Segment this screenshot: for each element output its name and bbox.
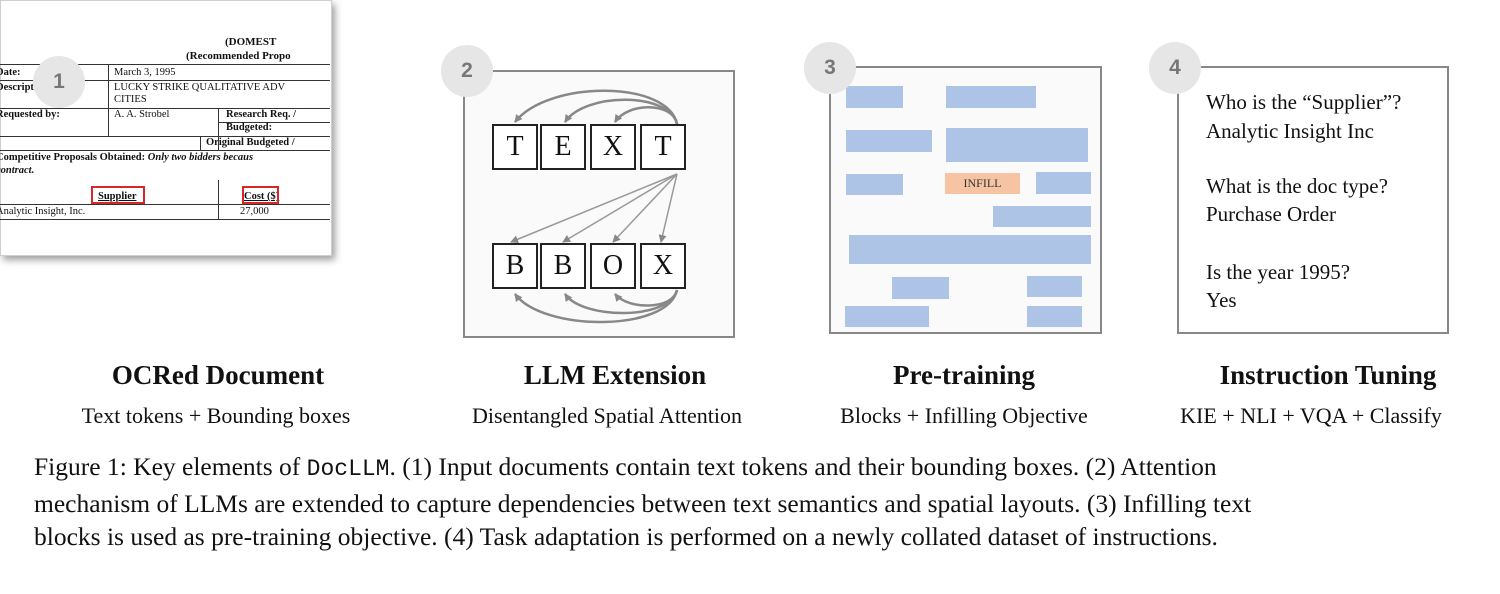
doc-proposals-cont: contract. xyxy=(0,165,35,176)
doc-cost-value: 27,000 xyxy=(240,206,269,217)
doc-vrule xyxy=(218,180,219,220)
text-block xyxy=(1027,276,1082,297)
doc-row-extra: Research Req. / xyxy=(226,109,297,120)
bbox-token: B xyxy=(492,243,538,289)
qa-answer: Purchase Order xyxy=(1206,202,1337,226)
doc-row-value: A. A. Strobel xyxy=(114,109,170,120)
doc-supplier-value: Analytic Insight, Inc. xyxy=(0,206,86,217)
doc-rule xyxy=(0,136,330,137)
caption-line: blocks is used as pre-training objective… xyxy=(34,522,1218,551)
doc-rule xyxy=(0,204,330,205)
text-token: T xyxy=(492,124,538,170)
doc-row-value: CITIES xyxy=(114,94,147,105)
text-token: T xyxy=(640,124,686,170)
doc-rule xyxy=(218,122,330,123)
text-block xyxy=(845,306,929,327)
model-name: DocLLM xyxy=(306,456,390,482)
panel-number-badge: 1 xyxy=(33,56,85,108)
caption-line: mechanism of LLMs are extended to captur… xyxy=(34,488,1252,518)
doc-original-budgeted: Original Budgeted / xyxy=(206,137,295,148)
panel-title: OCRed Document xyxy=(111,360,325,390)
text-block xyxy=(946,86,1036,108)
panel-title: Pre-training xyxy=(893,360,1035,390)
text-block xyxy=(846,130,932,152)
panel-subtitle: KIE + NLI + VQA + Classify xyxy=(1180,403,1442,428)
doc-rule xyxy=(0,108,330,109)
qa-question: Is the year 1995? xyxy=(1206,260,1351,284)
cost-highlight-box xyxy=(242,186,279,204)
llm-extension-panel xyxy=(463,70,735,338)
doc-budgeted: Budgeted: xyxy=(226,122,273,133)
panel-number-badge: 4 xyxy=(1149,42,1201,94)
panel-title: Instruction Tuning xyxy=(1219,360,1437,390)
doc-row-label: Description: xyxy=(0,82,52,93)
doc-col-cost: Cost ($) xyxy=(244,191,280,202)
infill-block: INFILL xyxy=(945,173,1020,194)
doc-rule xyxy=(0,64,330,65)
text-block xyxy=(1036,172,1091,194)
doc-col-supplier: Supplier xyxy=(98,191,137,202)
doc-header-1: (DOMEST xyxy=(225,36,277,48)
panel-subtitle: Text tokens + Bounding boxes xyxy=(81,403,351,428)
panel-subtitle: Blocks + Infilling Objective xyxy=(840,403,1088,428)
text-block xyxy=(892,277,949,299)
qa-question: What is the doc type? xyxy=(1206,174,1388,198)
doc-vrule xyxy=(218,108,219,150)
doc-header-2: (Recommended Propo xyxy=(186,50,291,62)
attention-arrows xyxy=(510,89,679,324)
doc-rule xyxy=(0,150,330,151)
figure-caption: Figure 1: Key elements of DocLLM. (1) In… xyxy=(34,450,1474,554)
qa-answer: Analytic Insight Inc xyxy=(1206,119,1374,143)
supplier-highlight-box xyxy=(91,186,145,204)
panel-subtitle: Disentangled Spatial Attention xyxy=(471,403,743,428)
doc-row-value: March 3, 1995 xyxy=(114,67,176,78)
text-block xyxy=(1027,306,1082,327)
doc-proposals: Competitive Proposals Obtained: Only two… xyxy=(0,152,254,163)
instruction-tuning-panel: Who is the “Supplier”? Analytic Insight … xyxy=(1177,66,1449,334)
bbox-token: O xyxy=(590,243,636,289)
doc-rule xyxy=(0,219,330,220)
bbox-token: B xyxy=(540,243,586,289)
panel-number-badge: 3 xyxy=(804,42,856,94)
text-token: X xyxy=(590,124,636,170)
panel-title: LLM Extension xyxy=(523,360,707,390)
doc-row-label: Requested by: xyxy=(0,109,60,120)
text-block xyxy=(993,206,1091,227)
qa-answer: Yes xyxy=(1206,288,1237,312)
doc-row-value: LUCKY STRIKE QUALITATIVE ADV xyxy=(114,82,286,93)
doc-vrule xyxy=(108,64,109,136)
bbox-token: X xyxy=(640,243,686,289)
doc-rule xyxy=(0,80,330,81)
text-block xyxy=(846,174,903,195)
caption-line: Figure 1: Key elements of DocLLM. (1) In… xyxy=(34,452,1217,482)
ocr-document-image: (DOMEST (Recommended Propo Date: March 3… xyxy=(0,0,332,256)
text-token: E xyxy=(540,124,586,170)
text-block xyxy=(946,128,1088,162)
text-block xyxy=(849,235,1091,264)
qa-question: Who is the “Supplier”? xyxy=(1206,90,1402,114)
panel-number-badge: 2 xyxy=(441,45,493,97)
text-block xyxy=(846,86,903,108)
doc-row-label: Date: xyxy=(0,67,21,78)
doc-vrule xyxy=(200,136,201,150)
